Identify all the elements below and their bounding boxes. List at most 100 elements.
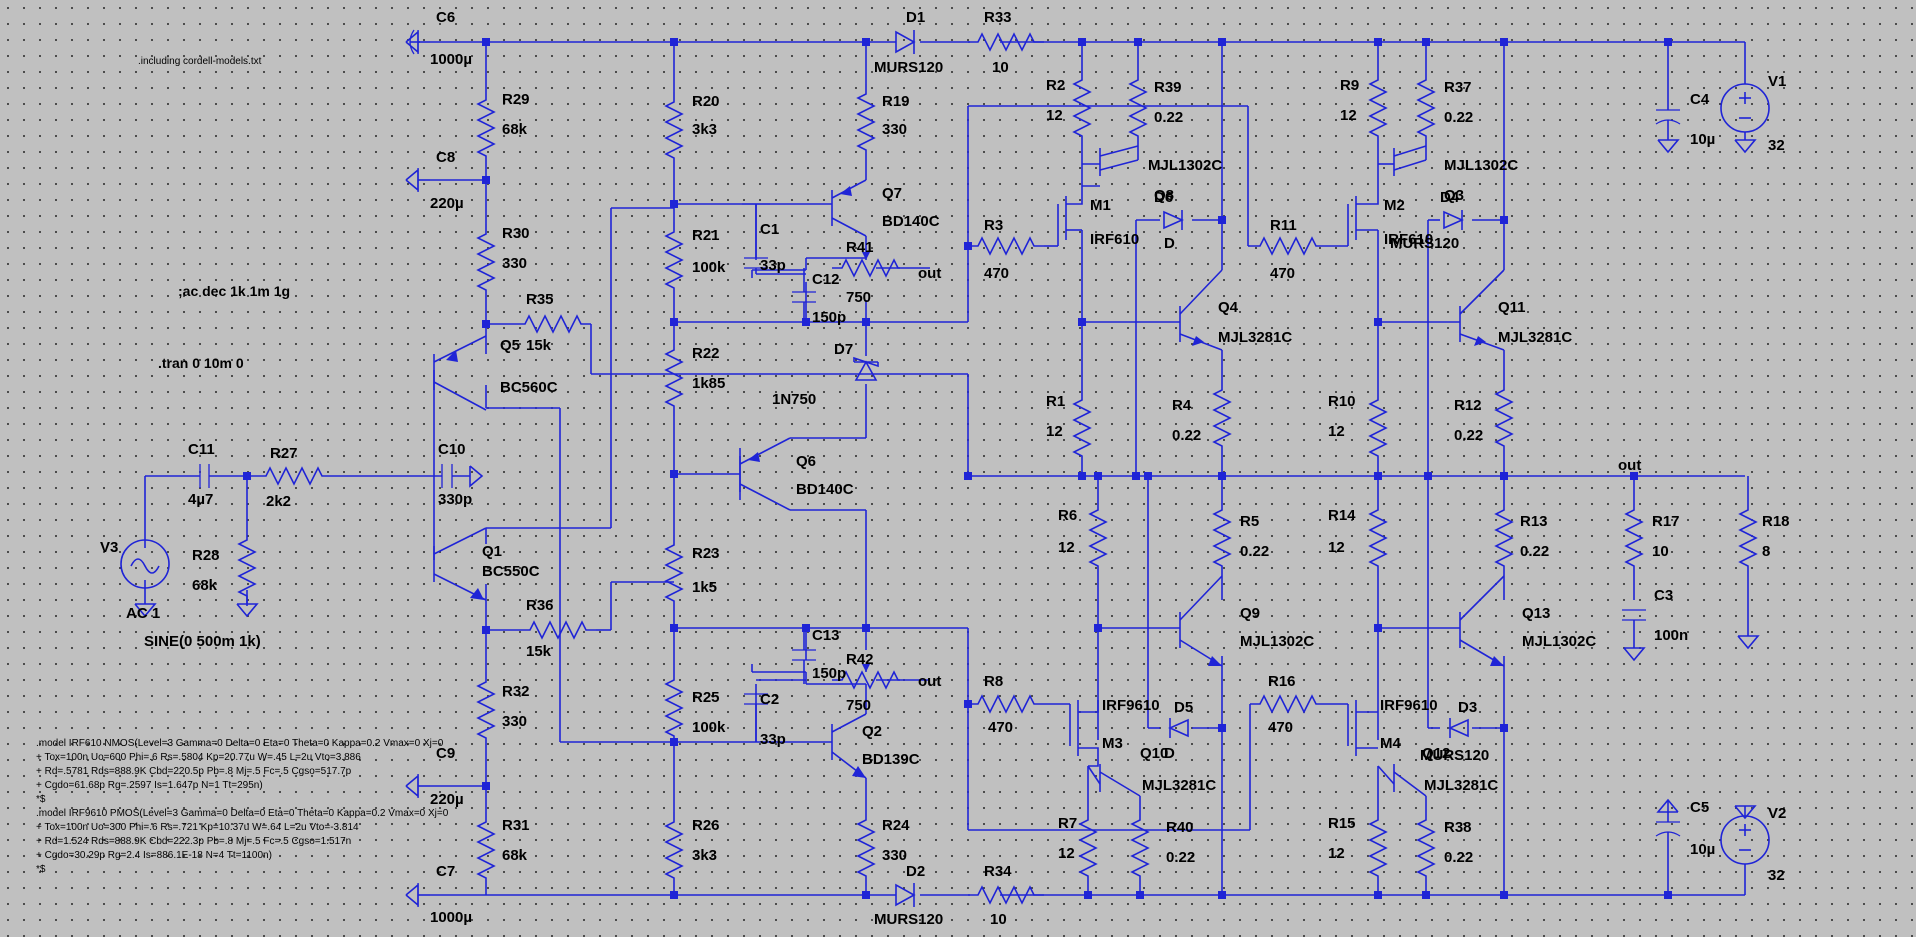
q1-transistor[interactable] <box>433 527 487 601</box>
r16-resistor[interactable] <box>1249 695 1327 713</box>
c3-capacitor[interactable] <box>1622 609 1646 621</box>
r13-resistor[interactable] <box>1495 499 1513 577</box>
r6-resistor[interactable] <box>1089 499 1107 577</box>
r2-resistor[interactable] <box>1073 69 1091 147</box>
m1-mosfet[interactable] <box>1057 184 1100 246</box>
q11-transistor[interactable] <box>1459 269 1505 351</box>
d6-value-label: D <box>1164 235 1175 252</box>
q10-transistor[interactable] <box>1087 764 1141 797</box>
c5-capacitor[interactable] <box>1655 799 1681 837</box>
d1-diode[interactable] <box>870 30 916 54</box>
c1-capacitor[interactable] <box>742 203 806 275</box>
c4-capacitor[interactable] <box>1655 109 1681 153</box>
r12-resistor[interactable] <box>1495 379 1513 457</box>
c9-capacitor[interactable] <box>405 774 430 798</box>
r33-ref-label: R33 <box>984 9 1012 26</box>
r27-resistor[interactable] <box>255 467 333 485</box>
r17-resistor[interactable] <box>1625 499 1643 577</box>
d3-diode[interactable] <box>1448 718 1469 738</box>
components <box>120 29 1770 907</box>
d7-ref-label: D7 <box>834 341 853 358</box>
r11-ref-label: R11 <box>1270 217 1297 234</box>
r29-resistor[interactable] <box>477 89 495 167</box>
m4-mosfet[interactable] <box>1347 700 1378 756</box>
c6-capacitor[interactable] <box>409 29 430 55</box>
r40-resistor[interactable] <box>1131 809 1149 887</box>
q4-transistor[interactable] <box>1179 269 1223 351</box>
r26-resistor[interactable] <box>665 811 683 889</box>
r30-resistor[interactable] <box>477 223 495 301</box>
r14-resistor[interactable] <box>1369 499 1387 577</box>
r31-ref-label: R31 <box>502 817 530 834</box>
q13-transistor[interactable] <box>1459 575 1505 667</box>
r37-resistor[interactable] <box>1417 69 1435 147</box>
c11-capacitor[interactable] <box>199 464 210 488</box>
r12-ref-label: R12 <box>1454 397 1482 414</box>
r25-resistor[interactable] <box>665 669 683 747</box>
c10-capacitor[interactable] <box>441 464 484 488</box>
r4-resistor[interactable] <box>1213 379 1231 457</box>
r5-resistor[interactable] <box>1213 499 1231 577</box>
r22-resistor[interactable] <box>665 339 683 417</box>
c12-capacitor[interactable] <box>792 291 816 303</box>
r38-value-label: 0.22 <box>1444 849 1473 866</box>
c12-ref-label: C12 <box>812 271 840 288</box>
r41-resistor[interactable] <box>832 252 900 278</box>
r21-resistor[interactable] <box>665 221 683 299</box>
r19-resistor[interactable] <box>857 83 875 161</box>
c2-ref-label: C2 <box>760 691 779 708</box>
r10-resistor[interactable] <box>1369 389 1387 467</box>
c2-capacitor[interactable] <box>744 679 806 742</box>
r18-resistor[interactable] <box>1739 499 1757 577</box>
d4-diode[interactable] <box>1443 210 1464 230</box>
d2-diode[interactable] <box>870 883 916 907</box>
r20-resistor[interactable] <box>665 91 683 169</box>
r7-resistor[interactable] <box>1079 809 1097 887</box>
q8-transistor[interactable] <box>1082 145 1139 176</box>
r36-resistor[interactable] <box>519 621 597 639</box>
ac-directive[interactable]: ;ac dec 1k 1m 1g <box>178 283 290 299</box>
r41-value-label: 750 <box>846 289 871 306</box>
r38-resistor[interactable] <box>1417 809 1435 887</box>
include-directive[interactable]: .including cordell-models.txt <box>138 56 262 67</box>
v1-source[interactable] <box>1720 83 1770 133</box>
m1-ref-label: M1 <box>1090 197 1111 214</box>
d4-value-label: MURS120 <box>1390 235 1459 252</box>
v2-source[interactable] <box>1720 815 1770 865</box>
r18-value-label: 8 <box>1762 543 1770 560</box>
d6-diode[interactable] <box>1163 210 1184 230</box>
r23-resistor[interactable] <box>665 534 683 612</box>
q3-transistor[interactable] <box>1378 145 1427 176</box>
v3-source[interactable] <box>120 539 170 589</box>
q6-transistor[interactable] <box>739 437 791 511</box>
q7-transistor[interactable] <box>831 179 867 237</box>
r32-resistor[interactable] <box>477 671 495 749</box>
r35-resistor[interactable] <box>514 315 592 333</box>
tran-directive[interactable]: .tran 0 10m 0 <box>158 355 244 371</box>
m2-mosfet[interactable] <box>1347 190 1379 246</box>
r39-resistor[interactable] <box>1129 69 1147 147</box>
r25-value-label: 100k <box>692 719 726 736</box>
r15-resistor[interactable] <box>1369 809 1387 887</box>
r11-resistor[interactable] <box>1249 237 1327 255</box>
m3-mosfet[interactable] <box>1069 700 1099 767</box>
r8-resistor[interactable] <box>967 695 1045 713</box>
r1-resistor[interactable] <box>1073 389 1091 467</box>
r3-resistor[interactable] <box>967 237 1045 255</box>
q9-transistor[interactable] <box>1179 575 1223 667</box>
q12-transistor[interactable] <box>1377 764 1427 797</box>
c7-capacitor[interactable] <box>405 883 430 907</box>
q5-transistor[interactable] <box>433 335 487 411</box>
q2-transistor[interactable] <box>831 684 867 779</box>
r9-resistor[interactable] <box>1369 69 1387 147</box>
r24-resistor[interactable] <box>857 809 875 887</box>
r42-resistor[interactable] <box>832 664 900 690</box>
c8-capacitor[interactable] <box>405 168 430 192</box>
r32-ref-label: R32 <box>502 683 530 700</box>
r31-resistor[interactable] <box>477 811 495 889</box>
d5-diode[interactable] <box>1168 718 1189 738</box>
q8-ref-label: Q8 <box>1154 187 1174 204</box>
d7-diode[interactable] <box>853 356 879 381</box>
c13-capacitor[interactable] <box>792 649 816 661</box>
